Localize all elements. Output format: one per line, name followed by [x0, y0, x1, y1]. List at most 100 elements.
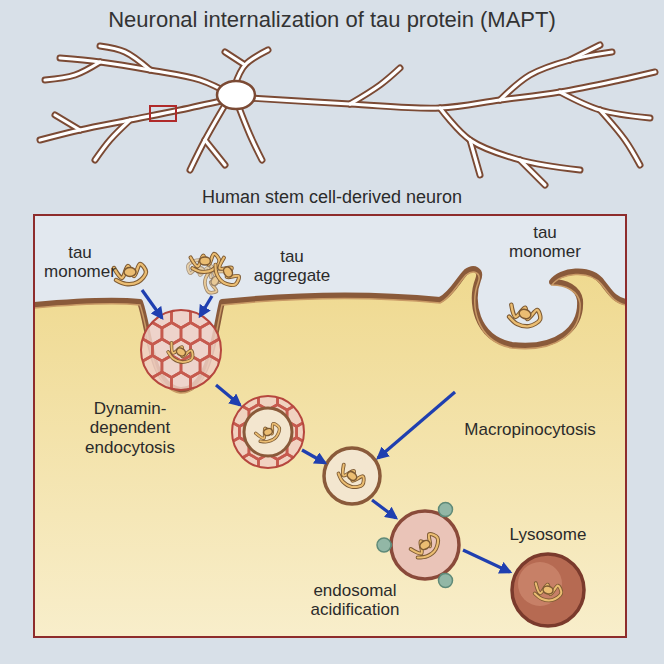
- clathrin-hexagon: [182, 421, 201, 443]
- label: Lysosome: [510, 525, 587, 544]
- neurite-fill: [55, 115, 80, 130]
- vesicle-membrane: [244, 408, 292, 456]
- clathrin-hexagon: [124, 323, 143, 345]
- clathrin-hexagon: [316, 421, 335, 443]
- tau-chain-outline: [168, 343, 193, 362]
- clathrin-hexagon: [257, 290, 276, 312]
- flow-arrow: [378, 392, 455, 458]
- clathrin-rim: [141, 310, 221, 390]
- clathrin-hexagon: [192, 438, 211, 460]
- clathrin-hexagon: [173, 504, 192, 526]
- lysosome-lumen: [518, 562, 562, 606]
- clathrin-hexagon: [192, 372, 211, 394]
- neurite-outline: [205, 140, 225, 165]
- clathrin-hexagon: [86, 290, 105, 312]
- plasma-membrane-inner: [34, 272, 626, 393]
- clathrin-hexagon: [163, 454, 182, 476]
- clathrin-hexagon: [163, 355, 182, 377]
- clathrin-hexagon: [278, 355, 297, 377]
- clathrin-hexagon: [105, 323, 124, 345]
- clathrin-hexagon: [268, 471, 287, 493]
- tau-chain: [215, 258, 238, 285]
- clathrin-hexagon: [192, 471, 211, 493]
- clathrin-hexagon: [239, 487, 258, 509]
- clathrin-hexagon: [162, 257, 181, 279]
- neurite-outline: [350, 68, 400, 104]
- clathrin-hexagon: [211, 405, 230, 427]
- tau-protein: [114, 264, 146, 284]
- clathrin-hexagon: [191, 372, 210, 394]
- clathrin-hexagon: [192, 504, 211, 526]
- clathrin-hexagon: [152, 372, 171, 394]
- clathrin-hexagon: [173, 372, 192, 394]
- proton-pump: [439, 502, 453, 516]
- clathrin-hexagon: [267, 372, 286, 394]
- proton-pump: [377, 538, 391, 552]
- clathrin-hexagon: [105, 290, 124, 312]
- neurite-outline: [238, 105, 262, 160]
- tau-domain: [124, 268, 136, 277]
- neurite-outline: [45, 62, 100, 80]
- clathrin-hexagon: [278, 487, 297, 509]
- label: endosomal acidification: [295, 581, 415, 619]
- clathrin-hexagon: [297, 487, 316, 509]
- clathrin-hexagon: [363, 372, 382, 394]
- clathrin-hexagon: [238, 290, 257, 312]
- clathrin-hexagon: [230, 372, 249, 394]
- clathrin-hexagon: [287, 339, 306, 361]
- tau-protein: [339, 465, 364, 487]
- flow-arrow: [216, 385, 240, 405]
- tau-domain: [175, 346, 187, 357]
- clathrin-hexagon: [257, 356, 276, 378]
- neurite-fill: [95, 120, 130, 160]
- clathrin-hexagon: [201, 355, 220, 377]
- clathrin-hexagon: [344, 405, 363, 427]
- tau-chain: [114, 264, 146, 284]
- clathrin-hexagon: [201, 487, 220, 509]
- neurite-fill: [45, 62, 100, 80]
- clathrin-hexagon: [325, 504, 344, 526]
- label: Dynamin- dependent endocytosis: [80, 399, 180, 456]
- clathrin-hexagon: [335, 388, 354, 410]
- neurite-outline: [190, 105, 225, 170]
- lysosome: [512, 554, 584, 626]
- clathrin-hexagon: [210, 405, 229, 427]
- tau-chain: [411, 534, 438, 557]
- proton-pump: [439, 574, 453, 588]
- clathrin-hexagon: [211, 471, 230, 493]
- neurite-fill: [248, 72, 655, 108]
- clathrin-hexagon: [258, 487, 277, 509]
- clathrin-hexagon: [306, 372, 325, 394]
- clathrin-hexagon: [344, 339, 363, 361]
- clathrin-hexagon: [95, 339, 114, 361]
- clathrin-hexagon: [201, 421, 220, 443]
- tau-chain-outline: [256, 424, 280, 442]
- tau-chain: [256, 424, 280, 442]
- clathrin-hexagon: [306, 405, 325, 427]
- clathrin-hexagon: [76, 339, 95, 361]
- clathrin-coat: [232, 396, 304, 468]
- clathrin-hexagon: [220, 355, 239, 377]
- clathrin-hexagon: [181, 389, 200, 411]
- clathrin-hexagon: [229, 372, 248, 394]
- neurite-outline: [235, 50, 268, 85]
- neurite-fill: [600, 110, 640, 165]
- neuron-drawing: [40, 45, 655, 185]
- clathrin-hexagon: [219, 323, 238, 345]
- tau-domain: [518, 308, 532, 321]
- neurite-fill: [205, 140, 225, 165]
- clathrin-hexagon: [192, 339, 211, 361]
- clathrin-hexagon: [171, 405, 190, 427]
- clathrin-hexagon: [220, 487, 239, 509]
- clathrin-hexagon: [86, 323, 105, 345]
- tau-chain-outline: [411, 534, 438, 557]
- title: Neuronal internalization of tau protein …: [0, 8, 664, 33]
- clathrin-hexagon: [201, 454, 220, 476]
- clathrin-hexagon: [306, 471, 325, 493]
- clathrin-hexagon: [124, 356, 143, 378]
- clathrin-hexagon: [335, 355, 354, 377]
- clathrin-hexagon: [219, 290, 238, 312]
- tau-chain: [535, 583, 562, 600]
- label: Human stem cell-derived neuron: [202, 187, 462, 207]
- clathrin-hexagon: [354, 355, 373, 377]
